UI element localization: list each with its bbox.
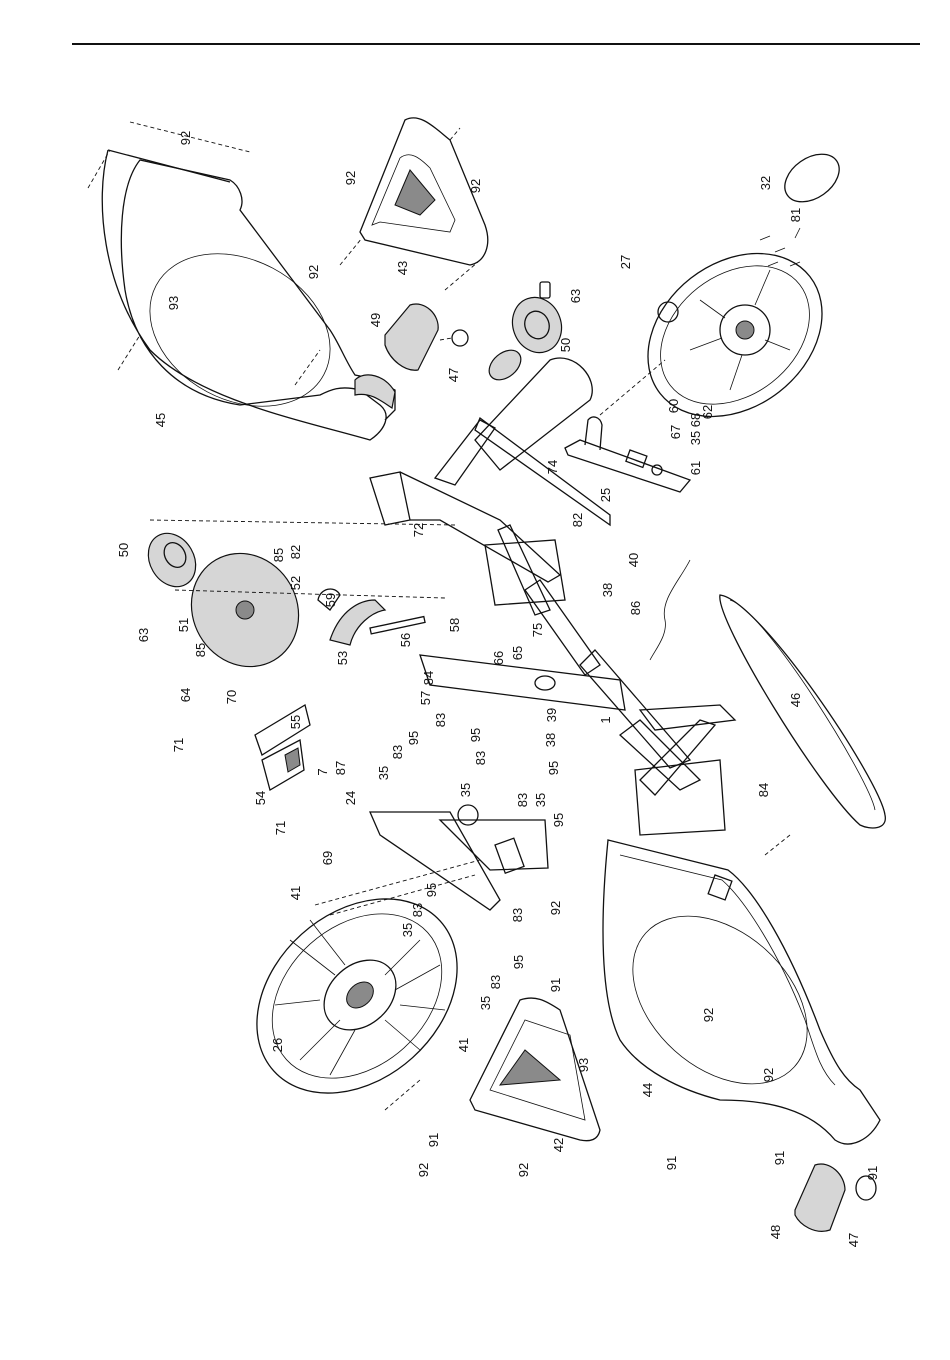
part-label-60: 60 — [666, 399, 681, 413]
part-label-83b: 83 — [390, 745, 405, 759]
part-label-51: 51 — [176, 618, 191, 632]
part-label-92b: 92 — [343, 171, 358, 185]
part-label-69: 69 — [320, 851, 335, 865]
part-label-45: 45 — [153, 413, 168, 427]
part-label-35b: 35 — [376, 766, 391, 780]
part-label-35c: 35 — [458, 783, 473, 797]
part-label-62: 62 — [700, 405, 715, 419]
part-label-81: 81 — [788, 208, 803, 222]
part-label-84a: 84 — [421, 671, 436, 685]
part-label-91d: 91 — [772, 1151, 787, 1165]
part-label-92e: 92 — [548, 901, 563, 915]
part-label-85b: 85 — [193, 643, 208, 657]
part-label-39: 39 — [544, 708, 559, 722]
part-label-95e: 95 — [424, 883, 439, 897]
part-label-1: 1 — [598, 716, 613, 723]
part-label-66: 66 — [491, 651, 506, 665]
part-label-32: 32 — [758, 176, 773, 190]
part-label-27: 27 — [618, 255, 633, 269]
part-label-35f: 35 — [478, 996, 493, 1010]
part-label-54: 54 — [253, 791, 268, 805]
part-label-41a: 41 — [288, 886, 303, 900]
part-label-63b: 63 — [136, 628, 151, 642]
part-label-92d: 92 — [306, 265, 321, 279]
part-label-70: 70 — [224, 690, 239, 704]
part-label-83d: 83 — [515, 793, 530, 807]
part-label-57: 57 — [418, 691, 433, 705]
part-label-95a: 95 — [406, 731, 421, 745]
part-label-92c: 92 — [468, 179, 483, 193]
part-label-58: 58 — [447, 618, 462, 632]
part-label-74: 74 — [545, 460, 560, 474]
part-label-83c: 83 — [473, 751, 488, 765]
part-label-91c: 91 — [426, 1133, 441, 1147]
part-label-40: 40 — [626, 553, 641, 567]
part-label-92g: 92 — [761, 1068, 776, 1082]
part-label-91a: 91 — [548, 978, 563, 992]
part-label-93a: 93 — [166, 296, 181, 310]
part-label-25: 25 — [598, 488, 613, 502]
part-label-72: 72 — [411, 523, 426, 537]
part-label-42: 42 — [551, 1138, 566, 1152]
part-label-35d: 35 — [533, 793, 548, 807]
part-label-95f: 95 — [511, 955, 526, 969]
part-label-24: 24 — [343, 791, 358, 805]
part-label-56: 56 — [398, 633, 413, 647]
part-label-83a: 83 — [433, 713, 448, 727]
part-label-71a: 71 — [171, 738, 186, 752]
part-label-38b: 38 — [543, 733, 558, 747]
part-label-71b: 71 — [273, 821, 288, 835]
part-label-47a: 47 — [446, 368, 461, 382]
part-label-65: 65 — [510, 646, 525, 660]
part-label-75: 75 — [530, 623, 545, 637]
part-label-41b: 41 — [456, 1038, 471, 1052]
part-label-50a: 50 — [558, 338, 573, 352]
part-label-83g: 83 — [488, 975, 503, 989]
part-label-48: 48 — [768, 1225, 783, 1239]
part-label-44: 44 — [640, 1083, 655, 1097]
part-label-63a: 63 — [568, 289, 583, 303]
part-label-95b: 95 — [468, 728, 483, 742]
part-label-85a: 85 — [271, 548, 286, 562]
part-label-92h: 92 — [416, 1163, 431, 1177]
part-label-53: 53 — [335, 651, 350, 665]
part-label-83f: 83 — [410, 903, 425, 917]
part-label-50b: 50 — [116, 543, 131, 557]
part-label-91b: 91 — [664, 1156, 679, 1170]
part-label-91e: 91 — [865, 1166, 880, 1180]
part-label-47b: 47 — [846, 1233, 861, 1247]
part-label-26: 26 — [270, 1038, 285, 1052]
part-label-35e: 35 — [400, 923, 415, 937]
part-label-92i: 92 — [516, 1163, 531, 1177]
part-label-35a: 35 — [688, 431, 703, 445]
part-label-86: 86 — [628, 601, 643, 615]
part-label-7: 7 — [315, 768, 330, 775]
part-label-59: 59 — [323, 593, 338, 607]
part-label-82b: 82 — [288, 545, 303, 559]
part-label-43: 43 — [395, 261, 410, 275]
part-label-95c: 95 — [546, 761, 561, 775]
part-label-83e: 83 — [510, 908, 525, 922]
part-label-55: 55 — [288, 715, 303, 729]
part-label-64: 64 — [178, 688, 193, 702]
part-label-87: 87 — [333, 761, 348, 775]
part-label-92a: 92 — [178, 131, 193, 145]
part-label-52: 52 — [288, 576, 303, 590]
part-label-95d: 95 — [551, 813, 566, 827]
part-label-82a: 82 — [570, 513, 585, 527]
part-label-49: 49 — [368, 313, 383, 327]
part-label-67: 67 — [668, 425, 683, 439]
part-label-46: 46 — [788, 693, 803, 707]
part-label-93b: 93 — [576, 1058, 591, 1072]
part-label-61: 61 — [688, 461, 703, 475]
part-label-84b: 84 — [756, 783, 771, 797]
part-label-92f: 92 — [701, 1008, 716, 1022]
part-label-38a: 38 — [600, 583, 615, 597]
